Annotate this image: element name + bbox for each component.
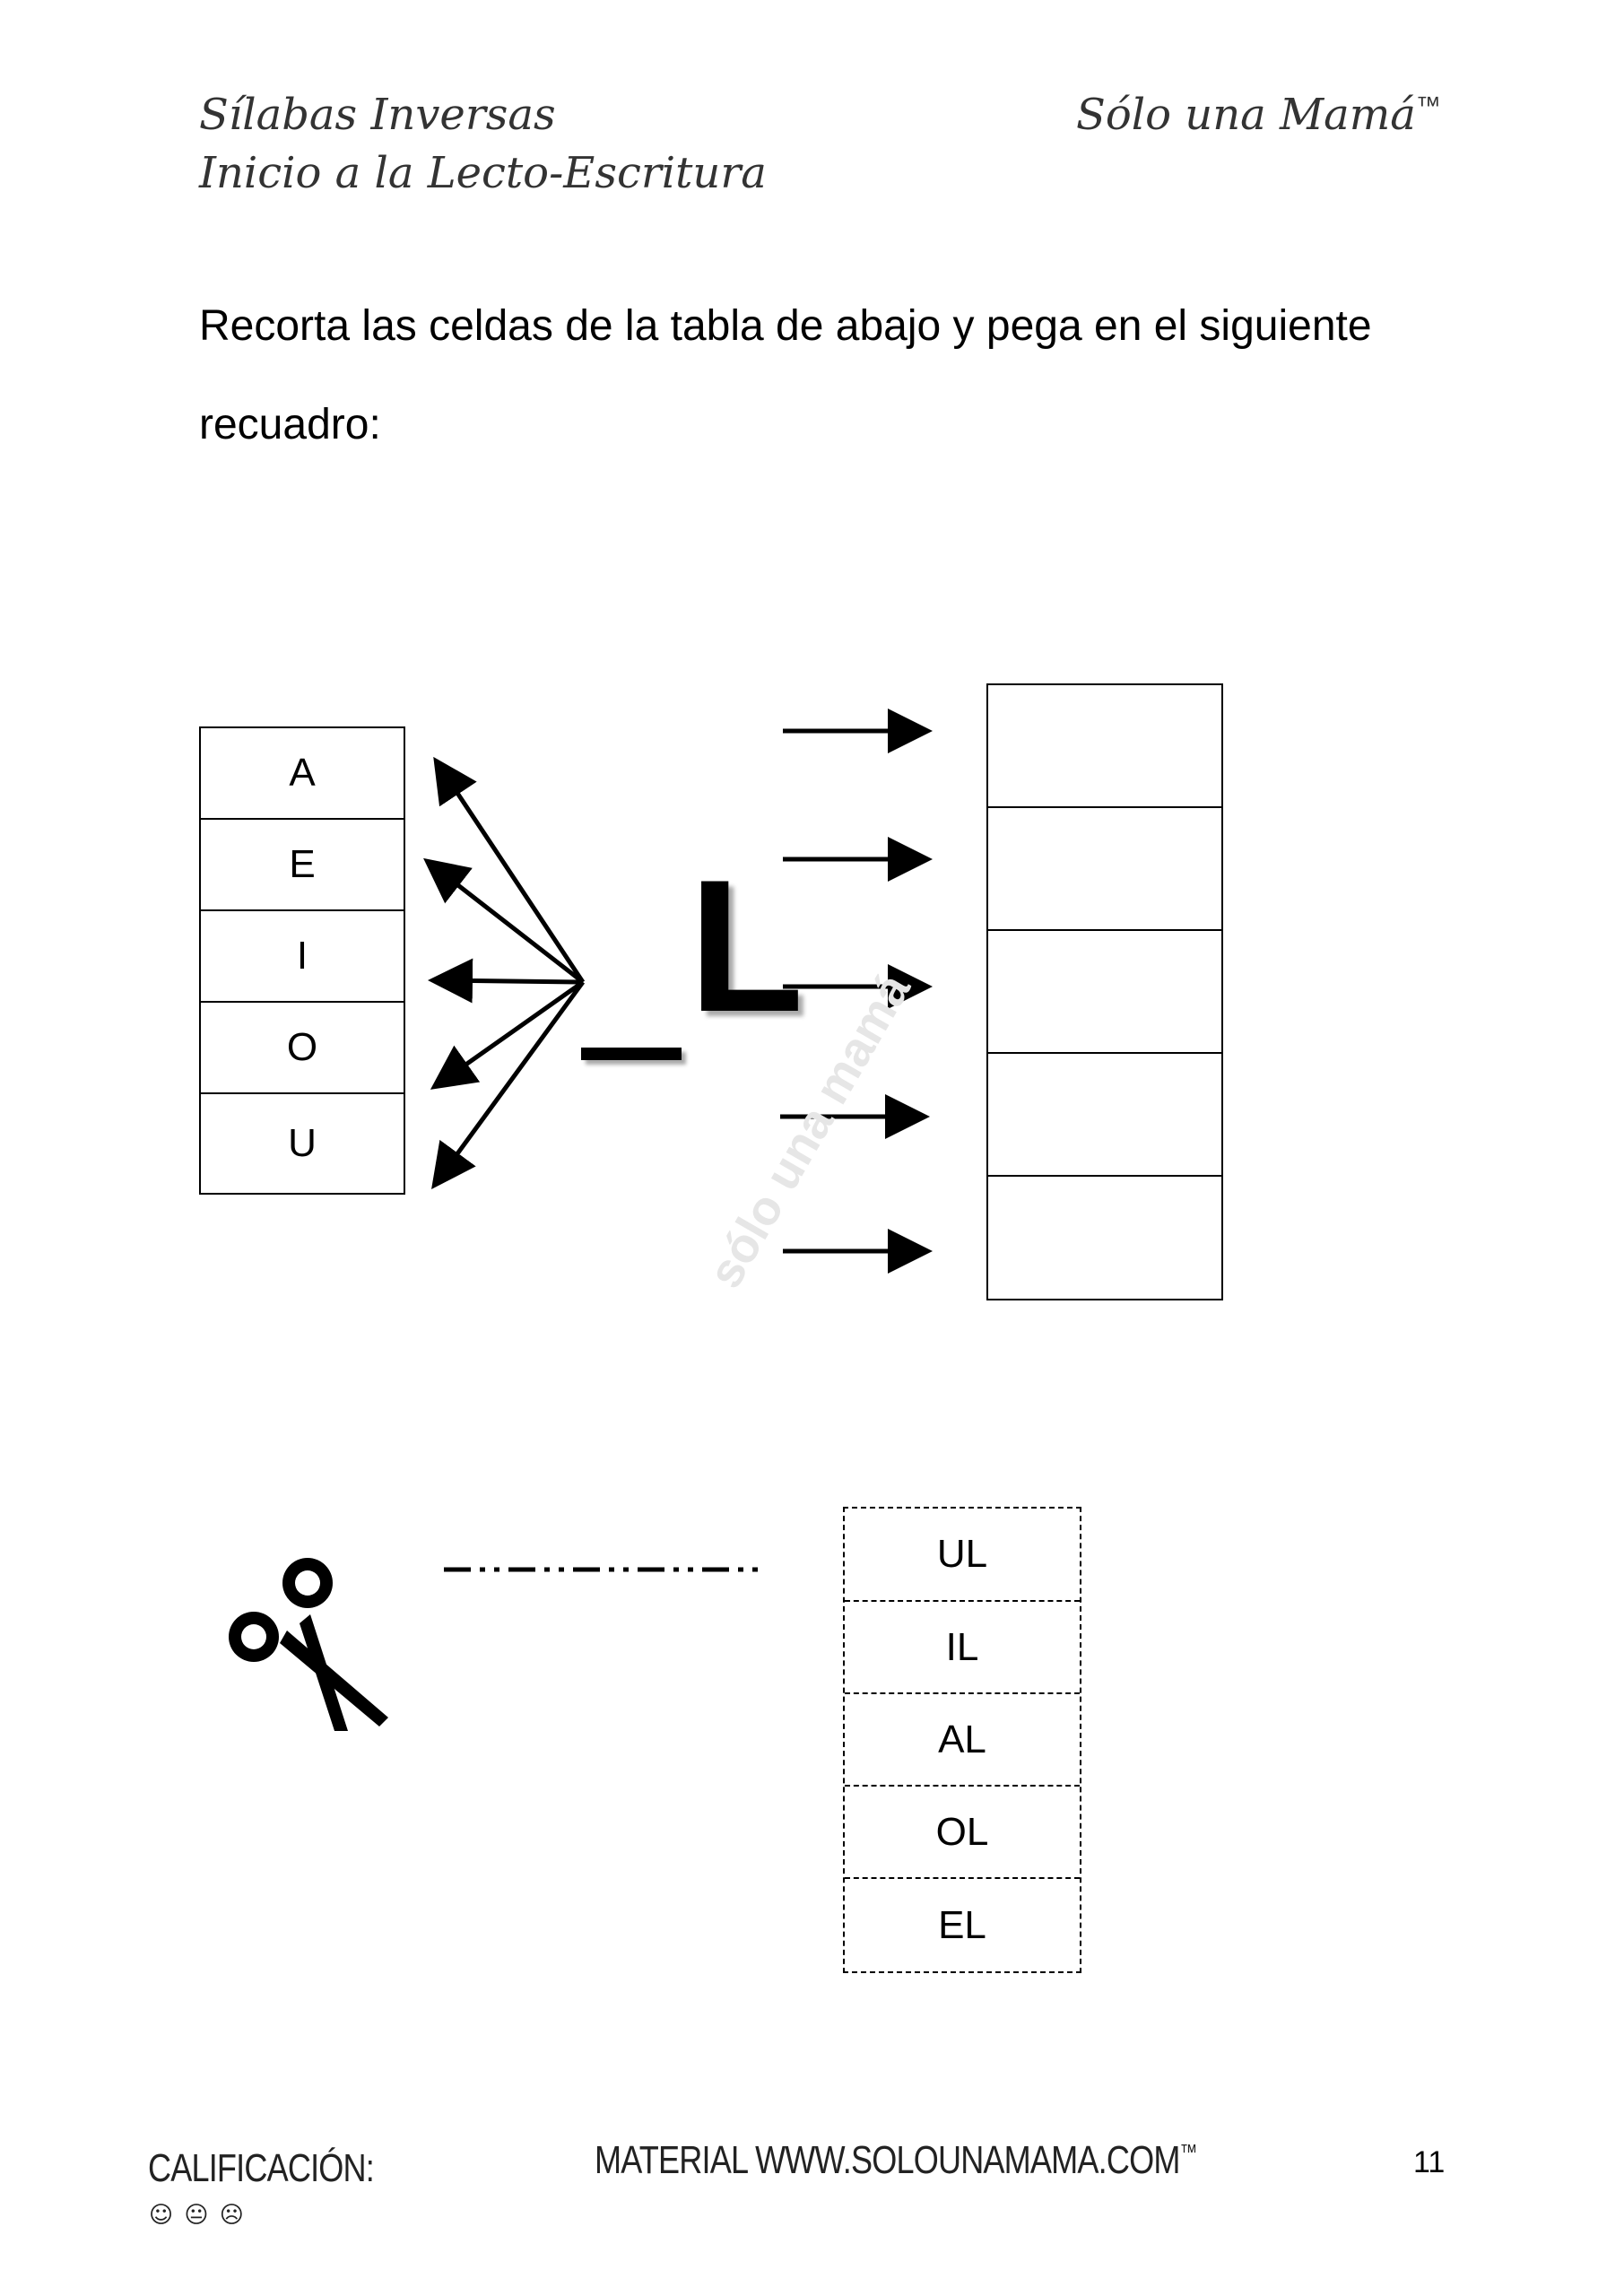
brand-tm: ™ [1415,91,1441,119]
arrow-to-e [423,857,585,984]
answer-slot [988,931,1221,1054]
answer-slot [988,685,1221,808]
neutral-face-icon: 😐 [184,2202,209,2229]
worksheet-title: Sílabas Inversas [199,90,556,140]
cutout-cell: UL [845,1509,1080,1602]
cutout-cell: OL [845,1787,1080,1879]
happy-face-icon: ☺ [149,2202,174,2229]
cutout-cell: EL [938,1902,986,1947]
instruction-line-2: recuadro: [199,401,381,448]
arrow-to-u [431,980,586,1190]
vowel-cell: A [201,728,404,820]
material-url: MATERIAL WWW.SOLOUNAMAMA.COM™ [595,2138,1198,2183]
sad-face-icon: ☹ [219,2202,244,2229]
vowel-cell: E [201,820,404,911]
arrow-to-a [433,756,586,984]
vowel-arrows [423,756,586,1190]
vowel-cell: O [201,1003,404,1094]
scissors-icon [229,1558,388,1731]
consonant-letter: L [689,840,804,1051]
vowel-cell: I [201,911,404,1003]
page-number: 11 [1413,2145,1446,2179]
arrow-to-i [428,958,584,1004]
grade-faces: ☺ 😐 ☹ [149,2202,244,2229]
cutout-cell: IL [845,1602,1080,1694]
grade-label: CALIFICACIÓN: [148,2146,375,2190]
slot-arrows [780,709,933,1274]
material-text: MATERIAL WWW.SOLOUNAMAMA.COM [595,2138,1180,2182]
brand-text: Sólo una Mamá [1076,90,1416,140]
answer-slot [988,1054,1221,1177]
vowel-table: A E I O U [199,726,405,1195]
answer-slot [988,1177,1221,1299]
cutout-table: UL IL AL OL EL [843,1507,1081,1973]
worksheet-subtitle: Inicio a la Lecto-Escritura [199,148,767,198]
instruction-line-1: Recorta las celdas de la tabla de abajo … [199,302,1372,350]
arrow-to-o [430,979,585,1090]
vowel-cell: U [288,1121,317,1165]
blank-underscore [581,1048,682,1060]
material-tm: ™ [1179,2140,1198,2165]
cutout-cell: AL [845,1694,1080,1787]
answer-slots-table [986,683,1223,1300]
answer-slot [988,808,1221,931]
brand-name: Sólo una Mamá™ [1076,90,1441,140]
